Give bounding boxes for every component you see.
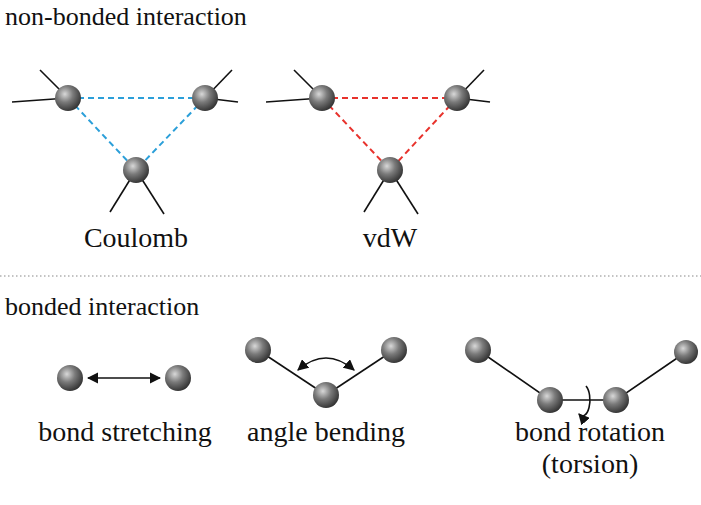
section-divider [0, 275, 701, 276]
coulomb-figure [12, 70, 238, 214]
caption-label: vdW [363, 222, 417, 254]
caption-label: Coulomb [84, 222, 188, 254]
bending-figure [245, 337, 407, 408]
caption-label: bond rotation (torsion) [490, 416, 690, 480]
vdw-figure [266, 70, 490, 214]
section-heading: bonded interaction [5, 292, 199, 322]
torsion-figure [465, 337, 698, 416]
stretching-figure [57, 365, 191, 391]
caption-label: angle bending [247, 416, 405, 448]
caption-label: bond stretching [38, 416, 211, 448]
section-heading: non-bonded interaction [5, 2, 247, 32]
